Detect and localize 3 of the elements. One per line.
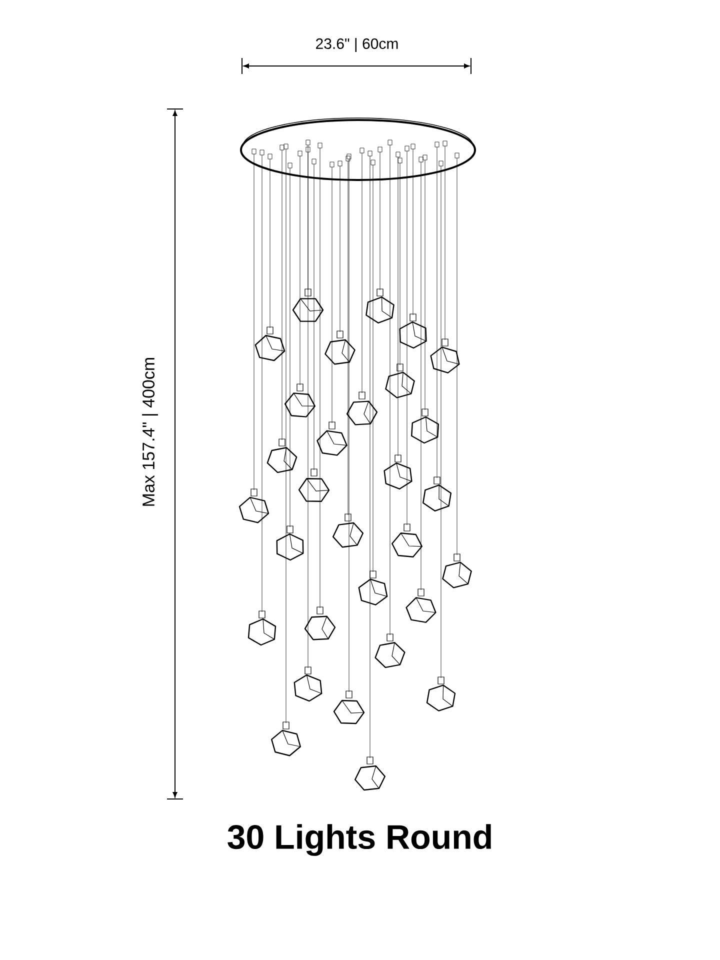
dimension-label: 23.6" | 60cm	[316, 38, 398, 52]
title: 30 Lights Round	[228, 824, 491, 856]
dimension-label: Max 157.4" | 400cm	[142, 358, 158, 506]
